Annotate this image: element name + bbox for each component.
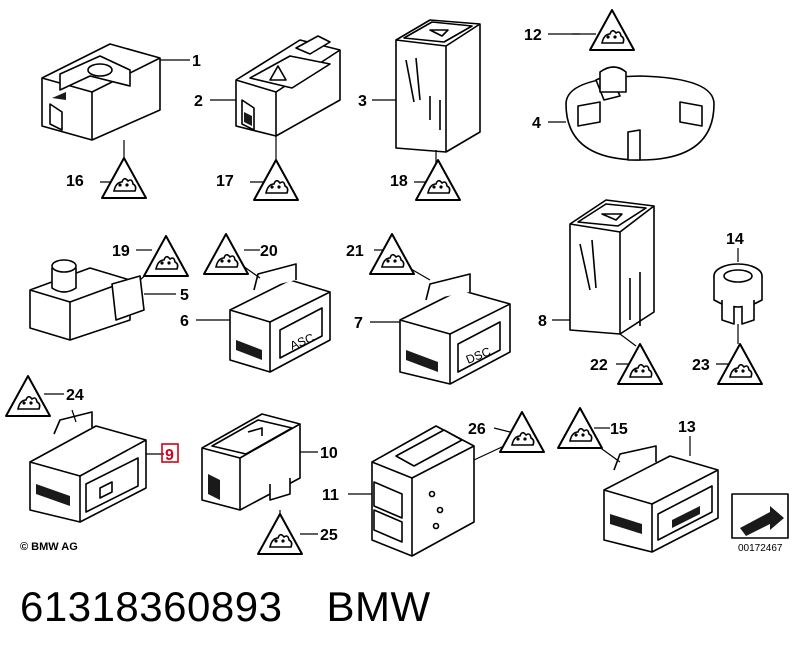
part-label-8: 8: [538, 313, 547, 330]
warning-12-icon: [589, 9, 635, 51]
warning-17-icon: [253, 159, 299, 201]
footer: 61318360893 BMW: [20, 583, 431, 631]
part-label-11: 11: [322, 487, 339, 504]
part-5-push-button: [29, 259, 145, 341]
part-7-dsc-switch: DSC: [399, 273, 511, 385]
warning-26-icon: [499, 411, 545, 453]
part-label-6: 6: [180, 313, 189, 330]
warning-16-icon: [101, 157, 147, 199]
parts-diagram: ASC DSC: [5, 9, 789, 557]
part-label-25: 25: [320, 527, 338, 544]
part-8-tall-switch: [569, 199, 655, 335]
part-label-10: 10: [320, 445, 338, 462]
part-label-26: 26: [468, 421, 486, 438]
warning-19-icon: [143, 235, 189, 277]
part-2-hazard-switch: [235, 35, 341, 137]
part-label-24: 24: [66, 387, 84, 404]
part-label-1: 1: [192, 53, 201, 70]
part-9-switch: [29, 411, 147, 523]
part-label-23: 23: [692, 357, 710, 374]
part-11-dual-switch: [371, 425, 475, 557]
part-label-7: 7: [354, 315, 363, 332]
part-label-18: 18: [390, 173, 408, 190]
copyright-notice: © BMW AG: [20, 541, 78, 553]
reference-arrow-box: [731, 493, 789, 539]
part-1-switch: [41, 43, 161, 141]
part-label-20: 20: [260, 243, 278, 260]
part-label-19: 19: [112, 243, 130, 260]
part-label-22: 22: [590, 357, 608, 374]
warning-21-icon: [369, 233, 415, 275]
part-label-5: 5: [180, 287, 189, 304]
part-label-14: 14: [726, 231, 744, 248]
part-9-highlight-box: [161, 443, 179, 463]
part-4-cover-cap: [565, 66, 715, 161]
part-label-13: 13: [678, 419, 696, 436]
footer-part-number: 61318360893: [20, 583, 283, 630]
part-13-switch: [603, 445, 719, 553]
warning-24-icon: [5, 375, 51, 417]
part-10-switch: [201, 413, 301, 511]
warning-18-icon: [415, 159, 461, 201]
warning-20-icon: [203, 233, 249, 275]
part-label-16: 16: [66, 173, 84, 190]
footer-brand: BMW: [326, 583, 431, 630]
part-label-12: 12: [524, 27, 542, 44]
part-label-21: 21: [346, 243, 364, 260]
part-label-2: 2: [194, 93, 203, 110]
diagram-reference-code: 00172467: [738, 543, 783, 554]
part-label-15: 15: [610, 421, 628, 438]
warning-25-icon: [257, 513, 303, 555]
part-6-asc-switch: ASC: [229, 263, 331, 373]
part-label-17: 17: [216, 173, 234, 190]
part-numbers: 1 2 3 4 5 6 7 8 9 10 11 12 13 14 15 16 1…: [66, 27, 744, 544]
part-label-3: 3: [358, 93, 367, 110]
part-label-4: 4: [532, 115, 541, 132]
part-14-round-socket: [713, 263, 763, 325]
part-label-9: 9: [165, 447, 174, 464]
part-3-tall-switch: [395, 19, 481, 153]
